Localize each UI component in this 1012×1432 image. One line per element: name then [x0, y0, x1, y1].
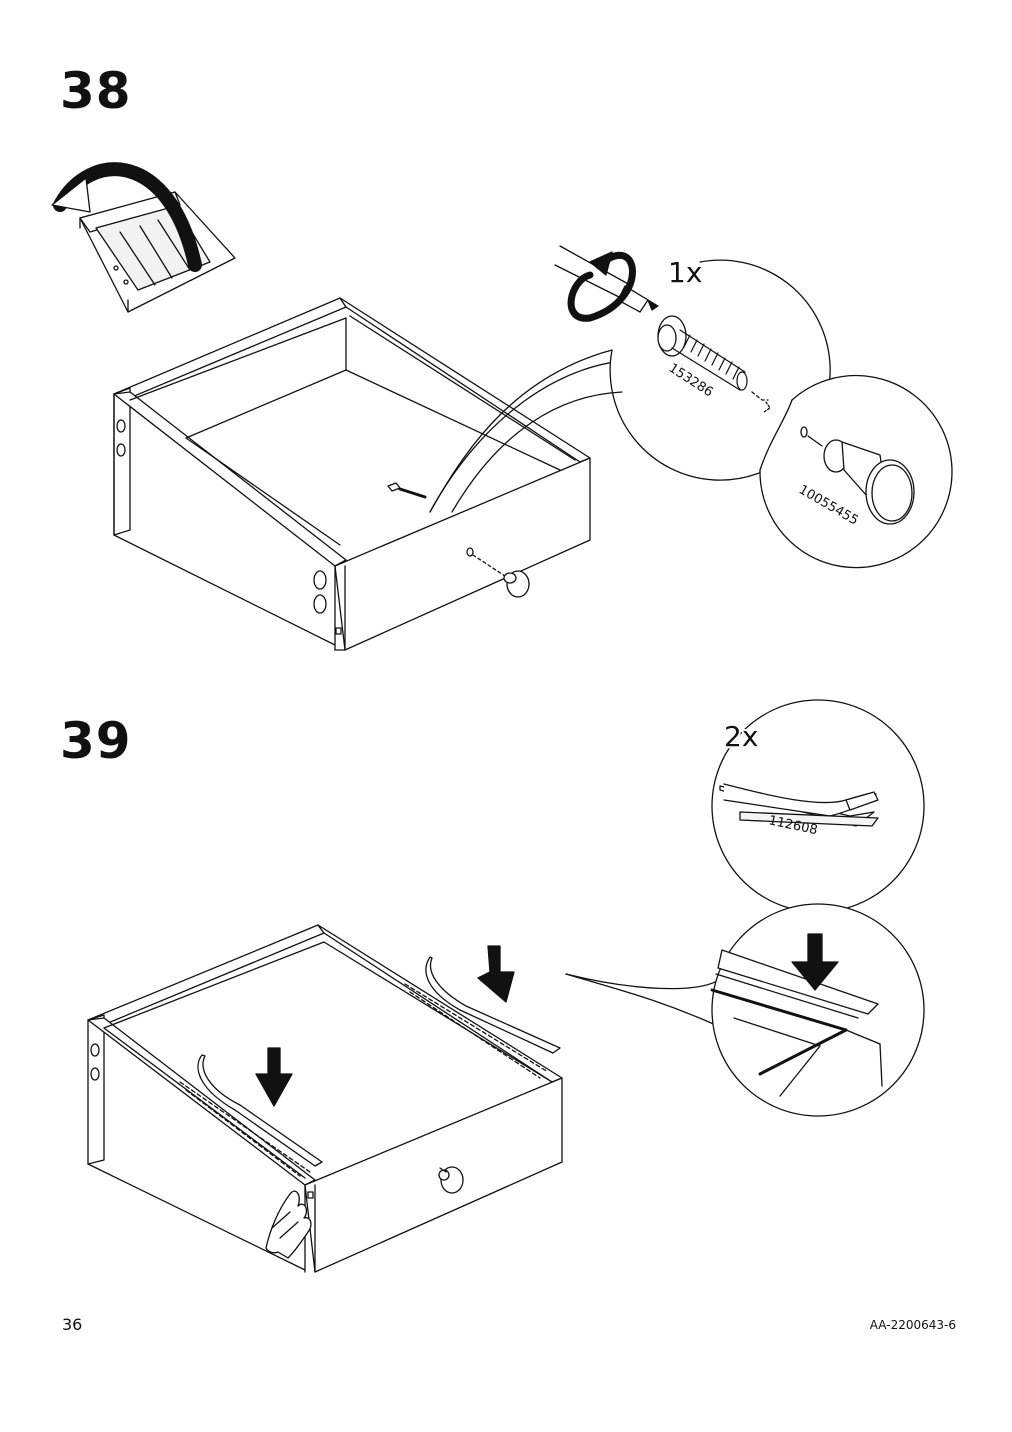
strip-detail-callout: 112608 2x — [711, 699, 925, 913]
step-39-number: 39 — [60, 712, 132, 770]
screw-detail-callout: 153286 1x — [429, 245, 831, 513]
drawer-step-39 — [87, 924, 723, 1273]
step-38-number: 38 — [60, 62, 132, 120]
quantity-label-39: 2x — [724, 720, 758, 753]
knob-detail-callout: 10055455 — [759, 374, 953, 569]
drawer-step-38 — [113, 297, 641, 651]
page-number: 36 — [62, 1315, 83, 1334]
groove-detail-callout — [710, 903, 925, 1117]
small-drawer-flip-icon — [51, 162, 236, 313]
quantity-label-38: 1x — [668, 256, 702, 289]
document-code: AA-2200643-6 — [869, 1318, 956, 1332]
